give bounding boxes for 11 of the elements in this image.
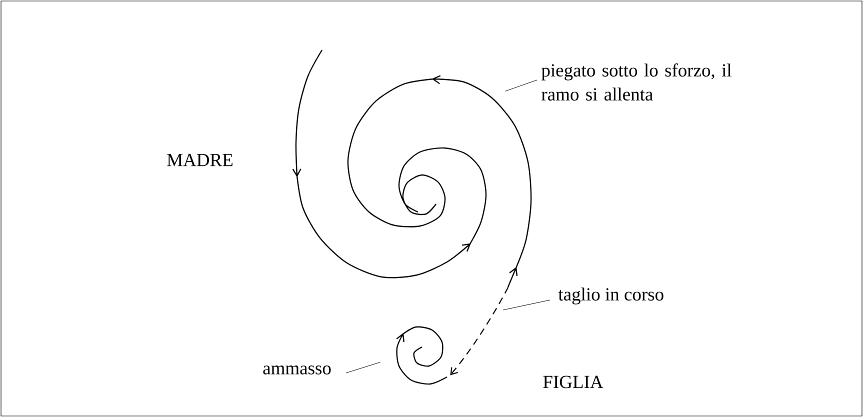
- cut-arrow: [450, 286, 509, 376]
- annotation-text: taglio in corso: [558, 288, 664, 304]
- annotation-text: piegato sotto lo sforzo, il ramo si allenta: [542, 63, 732, 101]
- region-label: MADRE: [167, 154, 232, 166]
- spiral-drawing: [292, 49, 532, 288]
- leader-line: [504, 80, 538, 92]
- region-label: FIGLIA: [543, 376, 604, 388]
- leader-line: [346, 362, 380, 374]
- leader-line: [502, 300, 550, 310]
- spiral-drawing: [396, 326, 448, 385]
- annotation-text: ammasso: [263, 366, 331, 374]
